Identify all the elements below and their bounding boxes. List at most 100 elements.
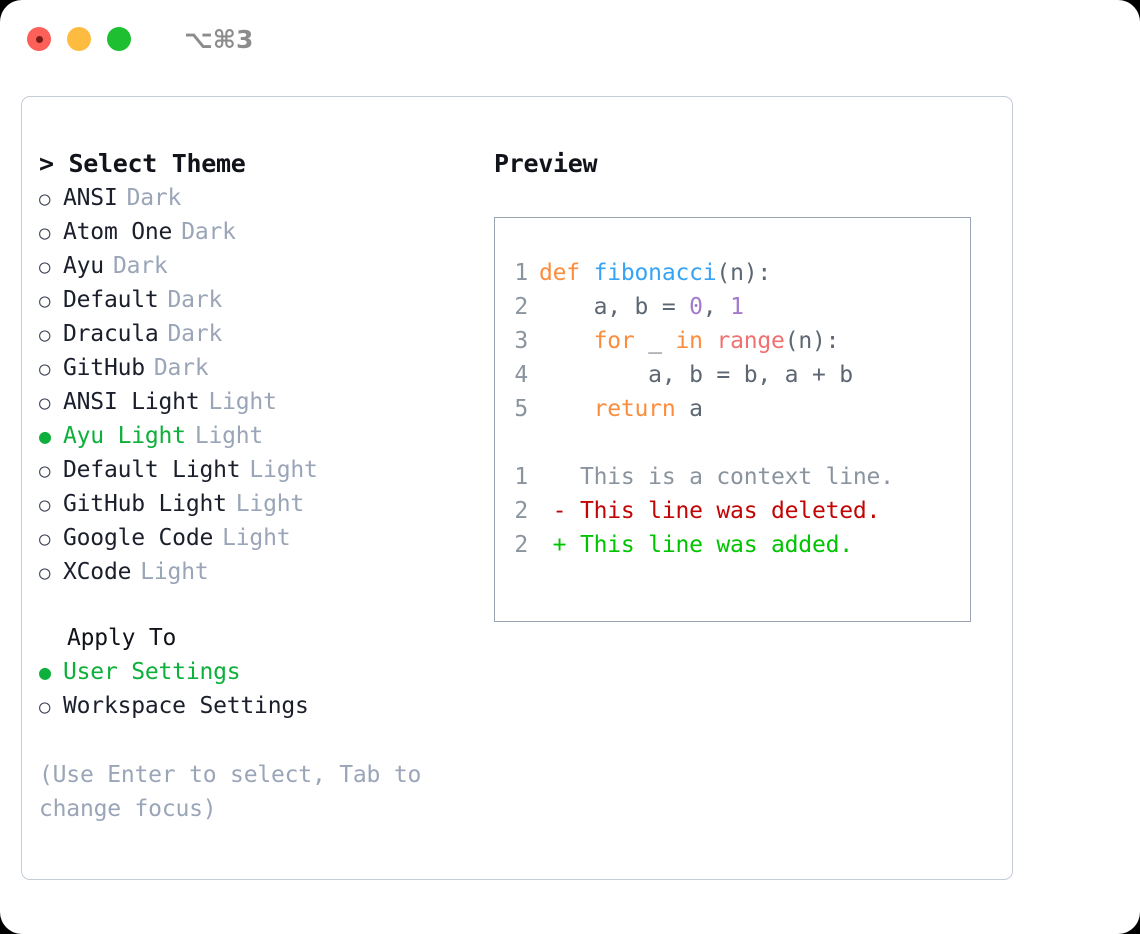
code-token-punc: (n): — [784, 328, 840, 354]
radio-selected-icon: ● — [39, 660, 51, 684]
diff-line-number: 2 — [514, 498, 528, 524]
theme-option-ayu[interactable]: ○ Ayu Dark — [39, 249, 488, 283]
code-line-content: return a — [539, 392, 703, 426]
theme-option-ansi-light[interactable]: ○ ANSI Light Light — [39, 385, 488, 419]
code-line-number: 3 — [514, 328, 528, 354]
theme-option-variant: Light — [194, 423, 264, 449]
theme-option-variant: Dark — [112, 253, 168, 279]
apply-to-option-list: ● User Settings ○ Workspace Settings — [39, 655, 488, 723]
code-line-content: a, b = b, a + b — [539, 358, 853, 392]
theme-option-label: Dracula — [63, 321, 159, 347]
theme-option-label: Atom One — [63, 219, 173, 245]
code-token-kw: def — [539, 260, 594, 286]
radio-unselected-icon: ○ — [39, 528, 51, 550]
theme-option-variant: Light — [249, 457, 318, 483]
code-line: 4 a, b = b, a + b — [495, 358, 970, 392]
zoom-button-icon[interactable] — [107, 27, 131, 51]
code-token-plain: a, b = — [539, 294, 690, 320]
apply-to-option-label: User Settings — [63, 659, 241, 685]
theme-option-variant: Light — [222, 525, 291, 551]
code-token-kw: in — [675, 328, 703, 354]
code-token-plain: , — [702, 294, 731, 320]
diff-spacer — [495, 426, 970, 460]
traffic-lights — [27, 27, 131, 51]
code-line-content: def fibonacci(n): — [539, 256, 771, 290]
code-token-plain — [539, 396, 594, 422]
apply-to-option-label: Workspace Settings — [63, 693, 309, 719]
code-token-built: range — [716, 328, 785, 354]
code-token-plain — [539, 328, 594, 354]
code-token-plain: a, b = b, a + b — [539, 362, 853, 388]
code-line-number: 2 — [514, 294, 528, 320]
radio-unselected-icon: ○ — [39, 358, 51, 380]
diff-line-del: 2 - This line was deleted. — [495, 494, 970, 528]
code-line-content: for _ in range(n): — [539, 324, 840, 358]
theme-option-label: ANSI — [63, 185, 118, 211]
theme-option-label: GitHub Light — [63, 491, 227, 517]
theme-option-label: XCode — [63, 559, 132, 585]
radio-unselected-icon: ○ — [39, 188, 51, 210]
apply-to-option-workspace-settings[interactable]: ○ Workspace Settings — [39, 689, 488, 723]
diff-line-number: 1 — [514, 464, 528, 490]
radio-unselected-icon: ○ — [39, 324, 51, 346]
radio-unselected-icon: ○ — [39, 460, 51, 482]
radio-unselected-icon: ○ — [39, 222, 51, 244]
theme-option-variant: Light — [208, 389, 277, 415]
theme-option-google-code[interactable]: ○ Google Code Light — [39, 521, 488, 555]
preview-title: Preview — [494, 149, 598, 178]
radio-unselected-icon: ○ — [39, 392, 51, 414]
theme-option-label: Default Light — [63, 457, 241, 483]
code-token-num: 1 — [730, 294, 744, 320]
theme-option-variant: Light — [235, 491, 305, 517]
theme-option-label: ANSI Light — [63, 389, 200, 415]
radio-unselected-icon: ○ — [39, 696, 51, 718]
theme-option-variant: Dark — [153, 355, 209, 381]
code-line: 5 return a — [495, 392, 970, 426]
radio-unselected-icon: ○ — [39, 256, 51, 278]
code-token-kw: for — [593, 328, 635, 354]
theme-option-atom-one[interactable]: ○ Atom One Dark — [39, 215, 488, 249]
section-spacer — [39, 589, 488, 621]
theme-option-dracula[interactable]: ○ Dracula Dark — [39, 317, 488, 351]
radio-unselected-icon: ○ — [39, 494, 51, 516]
theme-option-variant: Dark — [181, 219, 236, 245]
theme-option-label: Ayu — [63, 253, 104, 279]
diff-line-context: 1 This is a context line. — [495, 460, 970, 494]
theme-option-github-light[interactable]: ○ GitHub Light Light — [39, 487, 488, 521]
theme-option-variant: Dark — [126, 185, 182, 211]
theme-option-label: Google Code — [63, 525, 214, 551]
minimize-button-icon[interactable] — [67, 27, 91, 51]
keyboard-hint-text: (Use Enter to select, Tab to change focu… — [39, 762, 422, 822]
close-button-icon[interactable] — [27, 27, 51, 51]
theme-option-label: Ayu Light — [63, 423, 186, 449]
code-line: 2 a, b = 0, 1 — [495, 290, 970, 324]
theme-option-variant: Light — [140, 559, 209, 585]
code-token-punc: (n): — [716, 260, 772, 286]
theme-option-variant: Dark — [167, 321, 223, 347]
apply-to-option-user-settings[interactable]: ● User Settings — [39, 655, 488, 689]
radio-unselected-icon: ○ — [39, 290, 51, 312]
window-titlebar: ⌥⌘3 — [0, 0, 1140, 78]
keyboard-shortcut-label: ⌥⌘3 — [184, 24, 254, 54]
diff-line-number: 2 — [514, 532, 528, 558]
code-token-num: 0 — [689, 294, 703, 320]
code-line: 3 for _ in range(n): — [495, 324, 970, 358]
code-line-number: 5 — [514, 396, 528, 422]
theme-option-label: Default — [63, 287, 159, 313]
diff-line-content: - This line was deleted. — [539, 498, 881, 524]
theme-option-default-light[interactable]: ○ Default Light Light — [39, 453, 488, 487]
diff-line-add: 2 + This line was added. — [495, 528, 970, 562]
theme-option-ansi[interactable]: ○ ANSI Dark — [39, 181, 488, 215]
diff-line-content: + This line was added. — [539, 532, 853, 558]
select-theme-header: > Select Theme — [39, 149, 246, 178]
